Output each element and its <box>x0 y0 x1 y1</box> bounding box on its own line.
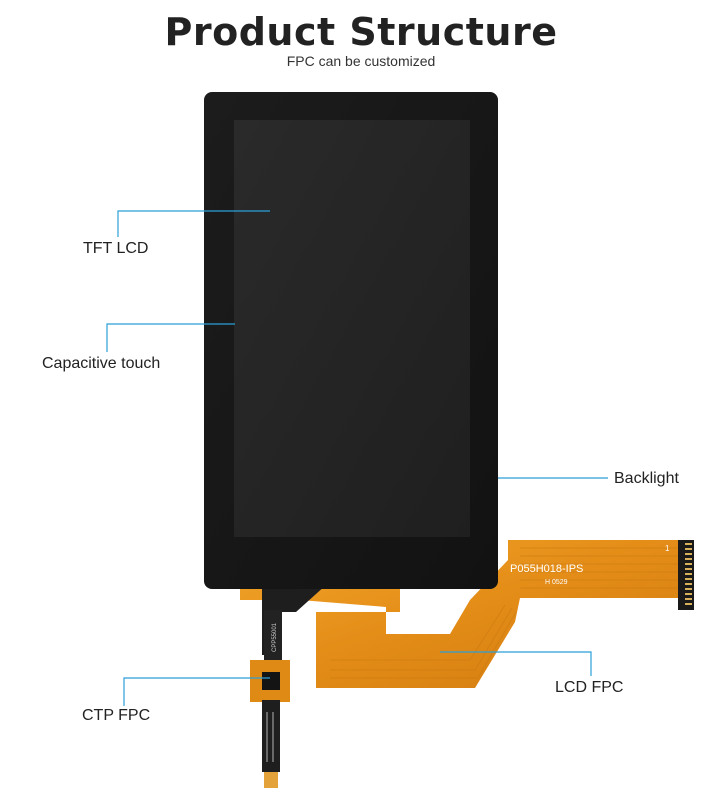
pin-last-label: 40 <box>664 599 673 608</box>
label-tft-lcd: TFT LCD <box>83 240 149 257</box>
lcd-fpc-part-number: P055H018-IPS <box>510 563 583 575</box>
label-lcd-fpc: LCD FPC <box>555 679 624 696</box>
leader-line-tft-lcd <box>117 210 270 237</box>
ctp-fpc-flex: CPP55001 <box>250 585 326 788</box>
leader-lines <box>106 210 608 706</box>
leader-line-capacitive-touch <box>106 323 235 352</box>
page-title: Product Structure <box>164 10 558 54</box>
lcd-fpc-flex: P055H018-IPS H 0529 1 40 <box>240 540 694 688</box>
label-capacitive-touch: Capacitive touch <box>42 355 161 372</box>
label-ctp-fpc: CTP FPC <box>82 707 151 724</box>
lcd-fpc-code: H 0529 <box>545 579 568 586</box>
leader-line-ctp-fpc <box>123 677 270 706</box>
ctp-fpc-part-number: CPP55001 <box>272 622 278 652</box>
active-area <box>234 120 470 537</box>
display-panel <box>204 92 498 589</box>
label-backlight: Backlight <box>614 470 679 487</box>
pin-first-label: 1 <box>665 544 670 553</box>
page-subtitle: FPC can be customized <box>286 53 436 69</box>
leader-line-lcd-fpc <box>440 651 592 676</box>
